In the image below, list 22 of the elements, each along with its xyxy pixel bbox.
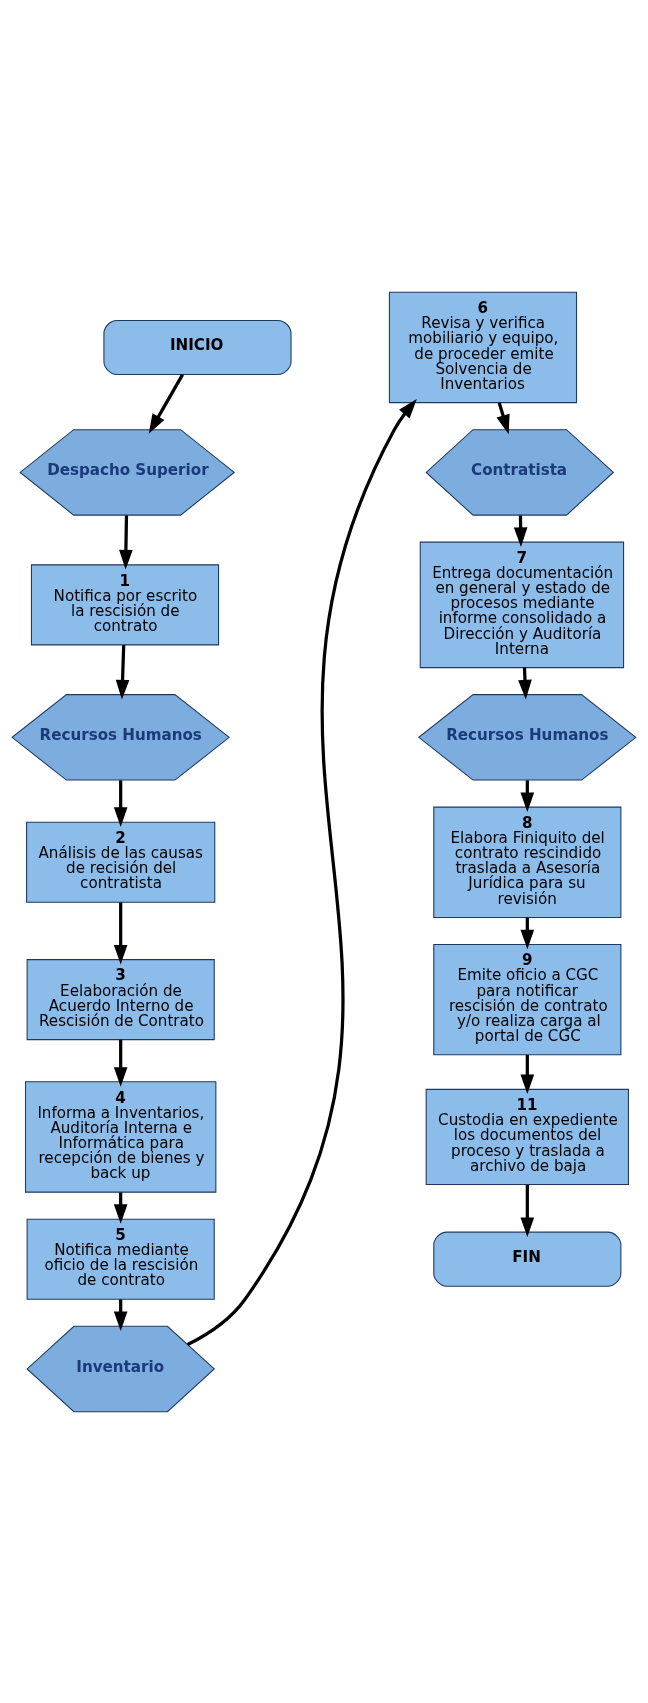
- arrow: [186, 398, 417, 1346]
- node-box: 8 Elabora Finiquito del contrato rescindido traslada a Asesoría Jurídica para su revisión: [433, 806, 622, 918]
- arrow: [520, 1184, 535, 1237]
- node-box: INICIO: [103, 319, 292, 375]
- arrow: [113, 1039, 128, 1087]
- arrow: [119, 514, 133, 569]
- node-box: 6 Revisa y verifica mobiliario y equipo, de proceder emite Solvencia de Inventarios: [388, 291, 578, 403]
- node-box: 2 Análisis de las causas de recisión del contratista: [26, 821, 216, 903]
- arrow: [496, 401, 510, 434]
- node-box: 3 Eelaboración de Acuerdo Interno de Rescisión de Contrato: [26, 958, 215, 1040]
- node-box: 7 Entrega documentación en general y estado de procesos mediante informe consolidado a Dirección y Auditoría Interna: [419, 541, 625, 668]
- arrow: [113, 901, 128, 964]
- node-box: 5 Notifica mediante oficio de la rescisión de contrato: [26, 1218, 215, 1300]
- node-box: 9 Emite oficio a CGC para notificar rescisión de contrato y/o realiza carga al portal de CGC: [433, 943, 622, 1055]
- node-box: 1 Notifica por escrito la rescisión de contrato: [30, 563, 220, 645]
- arrow: [148, 373, 184, 434]
- node-box: 4 Informa a Inventarios, Auditoría Interna e Informática para recepción de bienes y back up: [24, 1080, 217, 1193]
- arrow: [113, 779, 128, 827]
- node-box: FIN: [433, 1231, 622, 1287]
- node-box: 11 Custodia en expediente los documentos del proceso y traslada a archivo de baja: [425, 1088, 629, 1185]
- arrow: [520, 1054, 535, 1094]
- arrow: [115, 644, 130, 699]
